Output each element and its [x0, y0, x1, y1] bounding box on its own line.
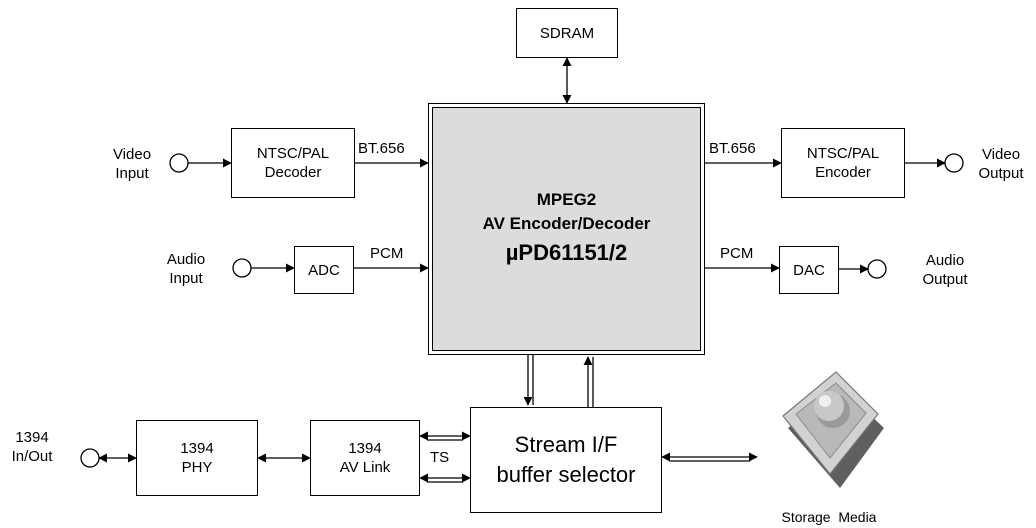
av-link-label-line2: AV Link: [339, 459, 391, 476]
dac-block: DAC: [779, 246, 839, 294]
io-1394-terminal: [80, 448, 100, 468]
chip-subtitle: AV Encoder/Decoder: [482, 214, 651, 233]
chip-body: MPEG2 AV Encoder/Decoder µPD61151/2: [432, 107, 701, 351]
av-link-1394-block: 1394 AV Link: [310, 420, 420, 496]
trackball-drive-icon: [782, 371, 884, 488]
ntsc-pal-decoder-block: NTSC/PAL Decoder: [231, 128, 355, 198]
audio-input-label-line1: Audio: [166, 251, 206, 268]
stream-label-line2: buffer selector: [496, 462, 636, 487]
chip-title: MPEG2: [536, 190, 597, 209]
video-output-label: Video Output: [968, 145, 1034, 183]
mpeg2-codec-chip: MPEG2 AV Encoder/Decoder µPD61151/2: [428, 103, 705, 355]
pcm-in-label: PCM: [370, 245, 404, 262]
audio-output-label-line1: Audio: [925, 252, 965, 269]
sdram-label: SDRAM: [539, 24, 595, 42]
audio-input-terminal: [232, 258, 252, 278]
chip-part-number: µPD61151/2: [505, 240, 628, 265]
adc-label: ADC: [308, 261, 340, 279]
encoder-label-line2: Encoder: [815, 164, 871, 181]
adc-block: ADC: [294, 246, 354, 294]
decoder-label-line1: NTSC/PAL: [256, 145, 330, 162]
stream-if-block: Stream I/F buffer selector: [470, 407, 662, 513]
ntsc-pal-encoder-block: NTSC/PAL Encoder: [781, 128, 905, 198]
bt656-out-label: BT.656: [709, 140, 756, 157]
dac-label: DAC: [793, 261, 825, 279]
video-output-label-line1: Video: [981, 146, 1021, 163]
sdram-block: SDRAM: [516, 8, 618, 58]
video-input-label-line1: Video: [112, 146, 152, 163]
decoder-label-line2: Decoder: [264, 164, 322, 181]
phy-label-line1: 1394: [180, 440, 214, 457]
video-input-terminal: [169, 153, 189, 173]
ts-label: TS: [430, 449, 450, 466]
stream-label-line1: Stream I/F: [514, 432, 618, 457]
video-output-terminal: [944, 153, 964, 173]
audio-output-label: Audio Output: [912, 251, 978, 289]
io-1394-label-line1: 1394: [15, 429, 49, 446]
storage-media-label: Storage Media: [781, 509, 877, 525]
io-1394-label: 1394 In/Out: [0, 428, 64, 466]
bt656-in-label: BT.656: [358, 140, 405, 157]
audio-input-label-line2: Input: [169, 270, 203, 287]
av-link-label-line1: 1394: [348, 440, 382, 457]
io-1394-label-line2: In/Out: [11, 448, 53, 465]
encoder-label-line1: NTSC/PAL: [806, 145, 880, 162]
phy-1394-block: 1394 PHY: [136, 420, 258, 496]
phy-label-line2: PHY: [181, 459, 213, 476]
video-input-label: Video Input: [100, 145, 164, 183]
audio-output-terminal: [867, 259, 887, 279]
audio-input-label: Audio Input: [154, 250, 218, 288]
video-input-label-line2: Input: [115, 165, 149, 182]
pcm-out-label: PCM: [720, 245, 754, 262]
video-output-label-line2: Output: [978, 165, 1024, 182]
audio-output-label-line2: Output: [922, 271, 968, 288]
